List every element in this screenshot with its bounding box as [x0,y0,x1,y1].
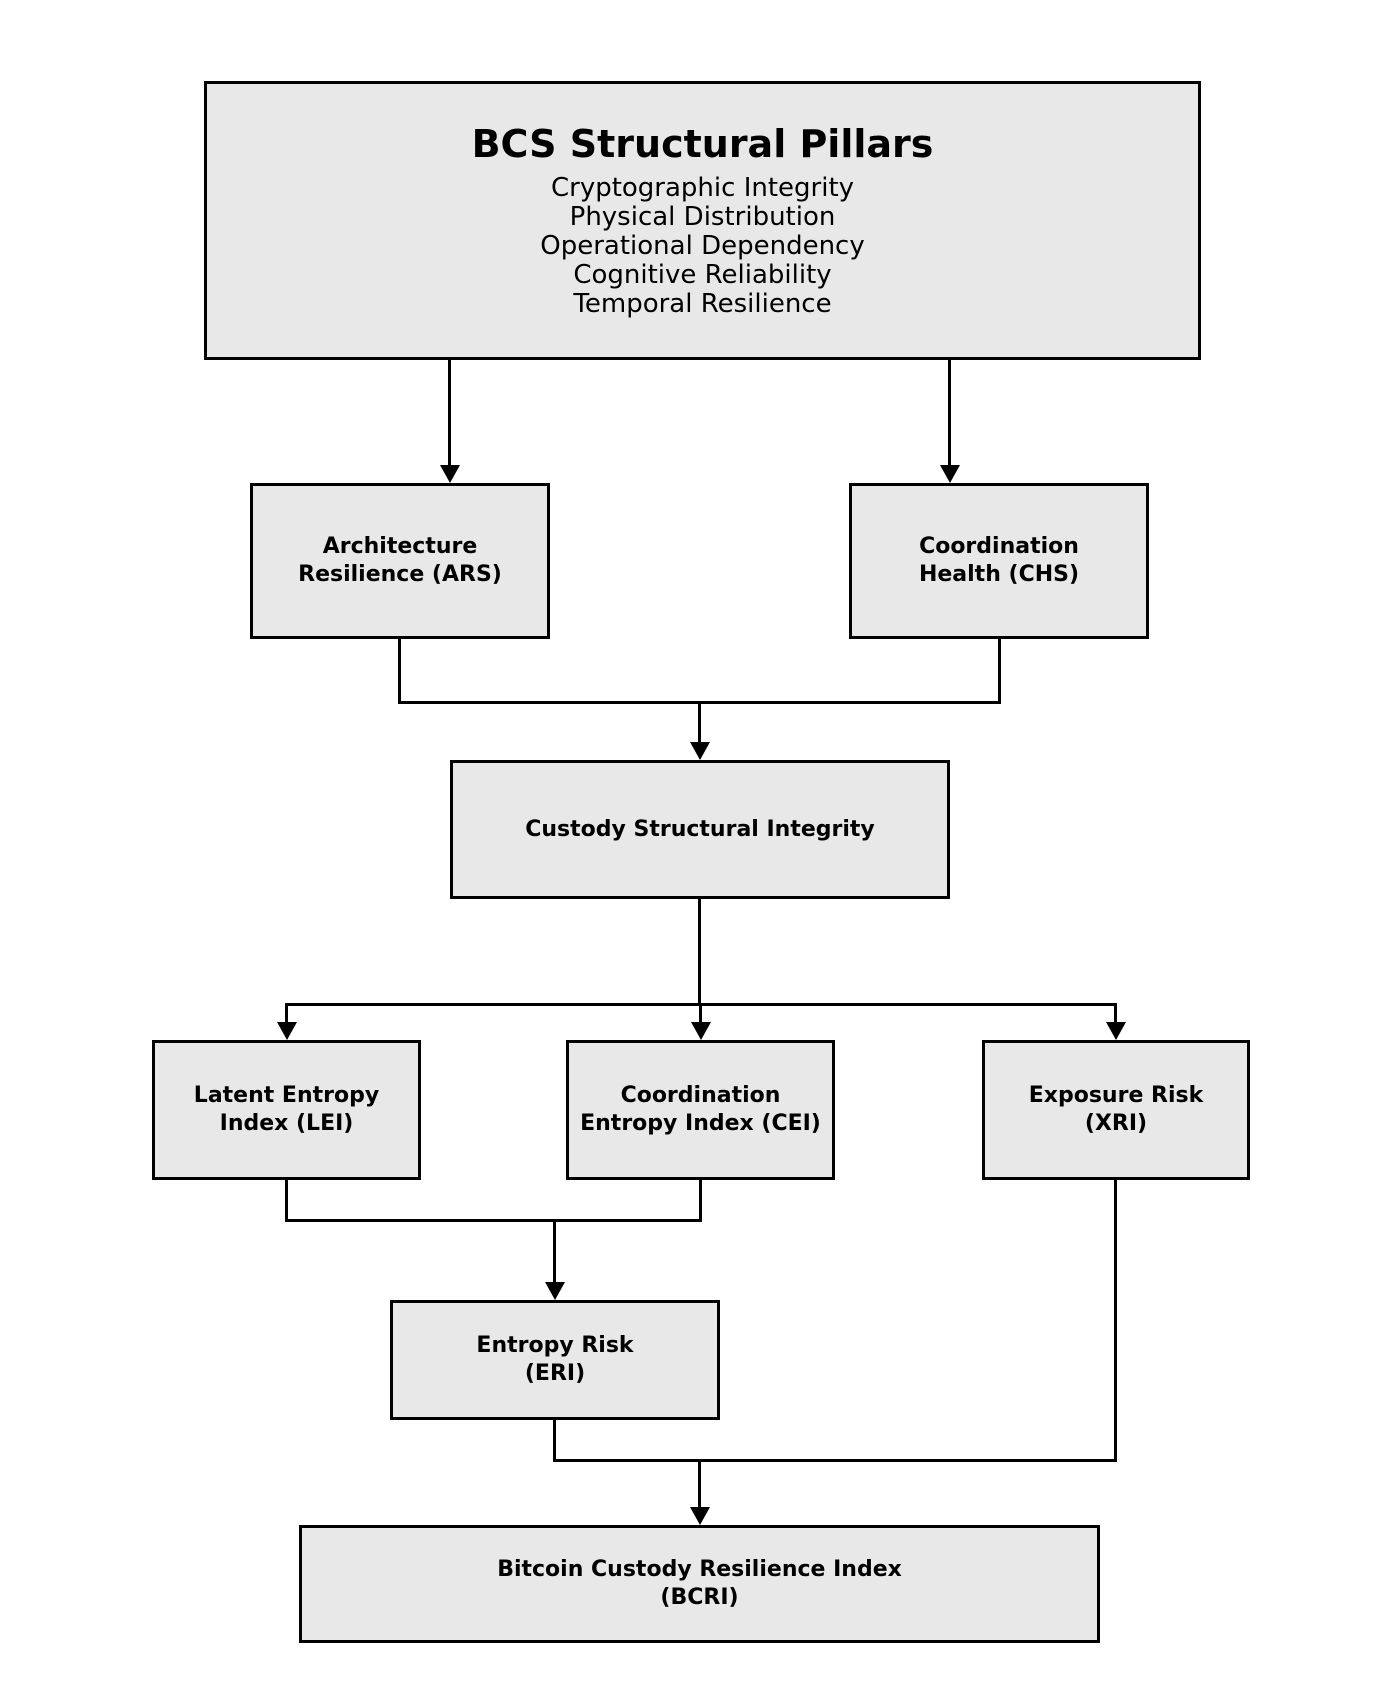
node-bitcoin-custody-resilience-index: Bitcoin Custody Resilience Index (BCRI) [299,1525,1100,1643]
edge-eri-down [553,1420,556,1462]
node-label: Latent Entropy [193,1083,380,1108]
node-label: Architecture [322,534,478,559]
edge-branch-cei [699,1006,702,1022]
node-label: Health (CHS) [918,562,1080,587]
node-label: (BCRI) [660,1585,739,1610]
node-label: Coordination [919,534,1079,559]
pillar-operational-dependency: Operational Dependency [540,231,865,261]
node-exposure-risk: Exposure Risk (XRI) [982,1040,1250,1180]
node-architecture-resilience: Architecture Resilience (ARS) [250,483,550,639]
pillars-title: BCS Structural Pillars [471,122,934,166]
edge-pillars-ars [448,360,451,465]
node-custody-structural-integrity: Custody Structural Integrity [450,760,950,899]
node-coordination-entropy-index: Coordination Entropy Index (CEI) [566,1040,835,1180]
edge-chs-down [998,639,1001,704]
node-label: Entropy Index (CEI) [580,1111,821,1136]
edge-xri-down [1114,1180,1117,1462]
edge-rail-eri [553,1219,556,1282]
node-label: Exposure Risk [1028,1083,1204,1108]
edge-cei-down [699,1180,702,1222]
arrowhead-cei [691,1022,711,1040]
node-label: Index (LEI) [219,1111,354,1136]
arrowhead-bcri [690,1507,710,1525]
rail-eri-xri [553,1459,1117,1462]
node-label: Coordination [620,1083,781,1108]
node-coordination-health: Coordination Health (CHS) [849,483,1149,639]
edge-csi-down [698,899,701,1006]
arrowhead-lei [277,1022,297,1040]
pillar-physical-distribution: Physical Distribution [569,202,836,232]
pillar-temporal-resilience: Temporal Resilience [573,289,832,319]
node-label: Bitcoin Custody Resilience Index [497,1557,902,1582]
node-bcs-structural-pillars: BCS Structural Pillars Cryptographic Int… [204,81,1201,360]
arrowhead-eri [545,1282,565,1300]
pillar-cognitive-reliability: Cognitive Reliability [573,260,832,290]
node-entropy-risk: Entropy Risk (ERI) [390,1300,720,1420]
node-label: (XRI) [1084,1111,1148,1136]
rail-csi-branch [285,1003,1117,1006]
rail-lei-cei [285,1219,702,1222]
edge-rail-bcri [698,1459,701,1507]
node-label: Custody Structural Integrity [525,816,875,842]
edge-rail-csi [698,701,701,742]
node-latent-entropy-index: Latent Entropy Index (LEI) [152,1040,421,1180]
arrowhead-xri [1106,1022,1126,1040]
edge-branch-lei [285,1003,288,1022]
node-label: (ERI) [524,1361,586,1386]
pillar-cryptographic-integrity: Cryptographic Integrity [550,173,855,203]
edge-lei-down [285,1180,288,1222]
edge-branch-xri [1114,1006,1117,1022]
arrowhead-ars [440,465,460,483]
node-label: Resilience (ARS) [298,562,502,587]
arrowhead-csi [690,742,710,760]
node-label: Entropy Risk [476,1333,634,1358]
edge-pillars-chs [948,360,951,465]
arrowhead-chs [940,465,960,483]
edge-ars-down [398,639,401,704]
